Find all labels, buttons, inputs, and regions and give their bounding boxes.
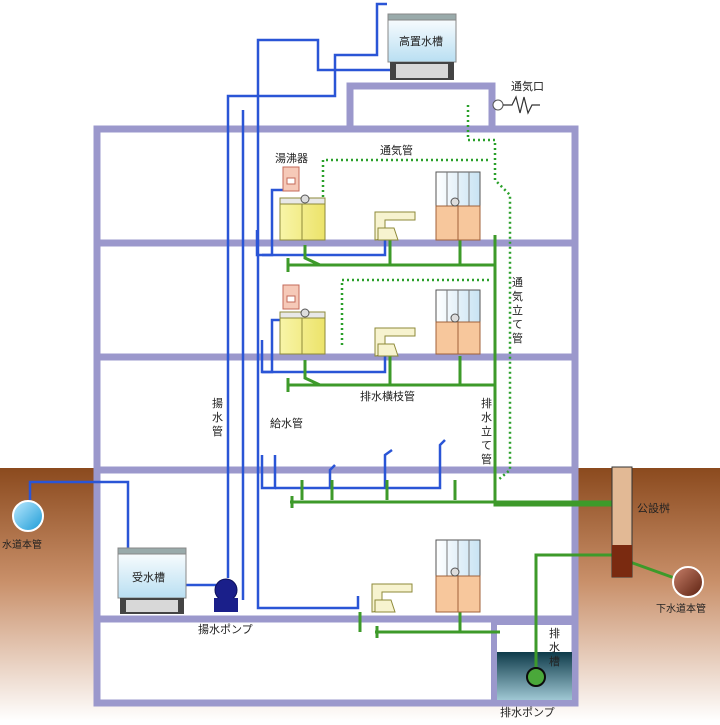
water-heater-label: 湯沸器 [275,152,308,165]
svg-text:立: 立 [512,303,523,317]
svg-text:揚: 揚 [212,397,223,410]
roof-penthouse-interior [350,86,492,131]
supply-pipe-label: 給水管 [270,416,303,430]
svg-text:て: て [481,439,492,452]
svg-text:槽: 槽 [549,655,560,668]
svg-text:水: 水 [212,411,223,424]
catch-basin-label: 公設桝 [637,501,670,515]
svg-text:排: 排 [481,396,492,410]
catch-basin [611,466,633,578]
pumping-pipe-label: 揚 水 管 [212,397,223,438]
receiving-tank-label: 受水槽 [132,571,165,584]
toilet-icon [371,211,416,613]
water-supply-pipes [28,2,446,610]
svg-text:管: 管 [212,424,223,438]
elevated-tank [387,13,457,80]
receiving-tank [117,547,187,614]
sewer-main-icon [672,566,704,598]
vent-port-label: 通気口 [511,79,544,93]
elevated-tank-label: 高置水槽 [399,34,443,48]
svg-text:気: 気 [512,289,523,303]
water-heater-icon [282,166,300,310]
vent-port-icon [492,95,540,115]
svg-text:管: 管 [512,331,523,345]
drain-branch-label: 排水横枝管 [360,389,415,403]
water-main-label: 水道本管 [2,538,42,551]
svg-text:通: 通 [512,276,523,289]
svg-text:排: 排 [549,626,560,640]
svg-text:て: て [512,318,523,331]
vent-stack-label: 通 気 立 て 管 [512,276,523,345]
sewer-main-label: 下水道本管 [656,602,706,615]
water-main-icon [12,500,44,532]
svg-text:管: 管 [481,452,492,466]
vent-pipes [321,105,512,481]
lift-pump-icon [214,578,238,612]
drain-tank-label: 排 水 槽 [549,626,560,668]
vent-pipe-label: 通気管 [380,143,413,157]
lift-pump-label: 揚水ポンプ [198,623,253,636]
drain-pump-icon [526,667,546,687]
drain-stack-label: 排 水 立 て 管 [481,396,492,466]
svg-text:水: 水 [549,641,560,654]
shower-unit-icon [435,171,481,613]
drain-pipes [286,235,681,672]
drain-pump-label: 排水ポンプ [500,705,555,719]
svg-text:立: 立 [481,424,492,438]
kitchen-sink-icon [279,194,326,355]
svg-text:水: 水 [481,411,492,424]
